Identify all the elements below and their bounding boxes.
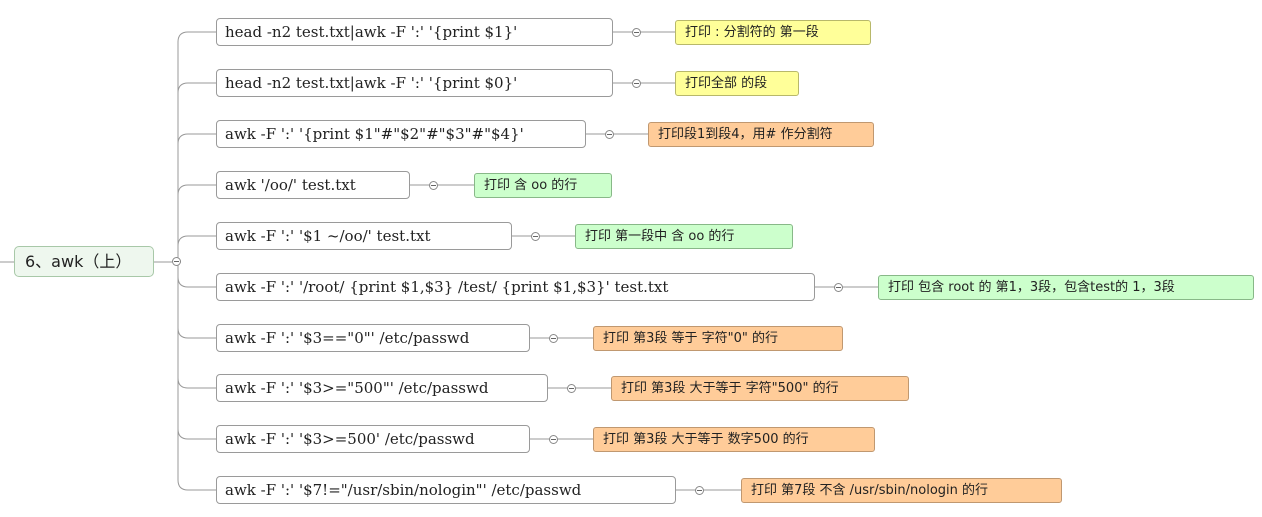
command-node[interactable]: awk -F ':' '/root/ {print $1,$3} /test/ … (216, 273, 815, 301)
collapse-toggle[interactable] (549, 334, 558, 343)
branch-connector (177, 133, 216, 145)
command-node[interactable]: awk -F ':' '$7!="/usr/sbin/nologin"' /et… (216, 476, 676, 504)
branch-connector (177, 82, 216, 94)
note-label[interactable]: 打印 包含 root 的 第1，3段，包含test的 1，3段 (878, 275, 1254, 300)
note-label[interactable]: 打印 含 oo 的行 (474, 173, 612, 198)
root-collapse-toggle[interactable] (172, 257, 181, 266)
command-node[interactable]: awk -F ':' '$3=="0"' /etc/passwd (216, 324, 530, 352)
note-label[interactable]: 打印 第3段 等于 字符"0" 的行 (593, 326, 843, 351)
command-node[interactable]: awk -F ':' '$3>=500' /etc/passwd (216, 425, 530, 453)
collapse-toggle[interactable] (567, 384, 576, 393)
branch-connector (177, 184, 216, 196)
collapse-toggle[interactable] (531, 232, 540, 241)
note-label[interactable]: 打印段1到段4，用# 作分割符 (648, 122, 874, 147)
command-node[interactable]: awk -F ':' '{print $1"#"$2"#"$3"#"$4}' (216, 120, 586, 148)
collapse-toggle[interactable] (605, 130, 614, 139)
command-node[interactable]: head -n2 test.txt|awk -F ':' '{print $0}… (216, 69, 613, 97)
branch-connector (177, 276, 216, 288)
note-label[interactable]: 打印 第一段中 含 oo 的行 (575, 224, 793, 249)
collapse-toggle[interactable] (695, 486, 704, 495)
branch-connector (177, 327, 216, 339)
note-label[interactable]: 打印 : 分割符的 第一段 (675, 20, 871, 45)
collapse-toggle[interactable] (632, 79, 641, 88)
collapse-toggle[interactable] (632, 28, 641, 37)
branch-connector (177, 377, 216, 389)
command-node[interactable]: awk -F ':' '$3>="500"' /etc/passwd (216, 374, 548, 402)
note-label[interactable]: 打印全部 的段 (675, 71, 799, 96)
command-node[interactable]: head -n2 test.txt|awk -F ':' '{print $1}… (216, 18, 613, 46)
branch-connector (177, 479, 216, 491)
root-topic[interactable]: 6、awk（上） (14, 246, 154, 277)
note-label[interactable]: 打印 第3段 大于等于 数字500 的行 (593, 427, 875, 452)
branch-connector (177, 428, 216, 440)
branch-connector (177, 31, 216, 43)
note-label[interactable]: 打印 第7段 不含 /usr/sbin/nologin 的行 (741, 478, 1062, 503)
collapse-toggle[interactable] (549, 435, 558, 444)
command-node[interactable]: awk '/oo/' test.txt (216, 171, 410, 199)
collapse-toggle[interactable] (429, 181, 438, 190)
command-node[interactable]: awk -F ':' '$1 ~/oo/' test.txt (216, 222, 512, 250)
branch-connector (177, 235, 216, 247)
note-label[interactable]: 打印 第3段 大于等于 字符"500" 的行 (611, 376, 909, 401)
collapse-toggle[interactable] (834, 283, 843, 292)
